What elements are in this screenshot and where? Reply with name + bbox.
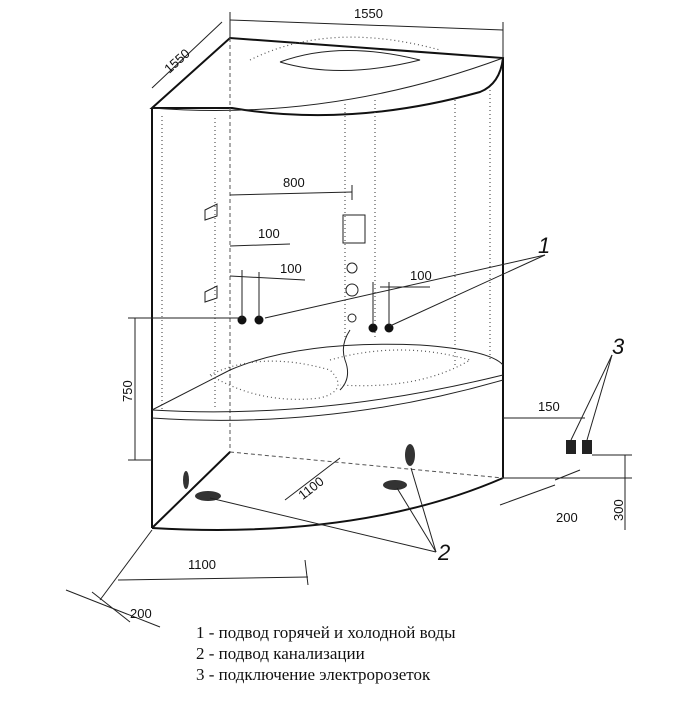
label-1100-front: 1100 (188, 557, 216, 572)
label-750: 750 (120, 380, 135, 402)
label-200-left: 200 (130, 606, 152, 621)
leader-2-c (410, 467, 437, 553)
roof-outline (149, 36, 505, 117)
dim-line-800 (229, 191, 353, 196)
legend-item-drain: 2 - подвод канализации (196, 644, 365, 663)
dim-line-100-a (229, 243, 291, 247)
apron-top (151, 379, 504, 421)
label-150: 150 (538, 399, 560, 414)
left-wall-hooks (204, 203, 218, 303)
mixer-knob-upper (346, 262, 358, 274)
tray-rim (151, 374, 504, 413)
drain-floor-right (383, 480, 407, 490)
dim-line-100-b (229, 275, 306, 281)
leader-2-b (396, 487, 437, 553)
leader-3-b (586, 354, 613, 441)
tray-basin (329, 349, 472, 387)
drain-left-pipe (183, 471, 189, 489)
water-inlet-right-1 (368, 323, 378, 333)
dim-line-top-width (229, 19, 504, 31)
callout-2: 2 (437, 540, 450, 565)
dim-line-1100-rear (284, 457, 341, 501)
drain-floor-left (195, 491, 221, 501)
roof-front-arc (151, 57, 504, 111)
label-100-c: 100 (410, 268, 432, 283)
tray-top-front (151, 343, 504, 411)
mixer-outlet (347, 313, 357, 323)
drain-vertical (405, 444, 415, 466)
tray-seat (209, 360, 339, 400)
label-top-width: 1550 (354, 6, 383, 21)
ext-line (304, 559, 309, 586)
label-800: 800 (283, 175, 305, 190)
leader-1-a (264, 254, 546, 319)
label-200-right: 200 (556, 510, 578, 525)
dim-line-1100-front (117, 576, 309, 581)
leader-3-a (570, 354, 613, 441)
label-300: 300 (611, 499, 626, 521)
label-100-b: 100 (280, 261, 302, 276)
dim-line-top-depth (151, 21, 223, 89)
legend: 1 - подвод горячей и холодной воды 2 - п… (196, 622, 456, 685)
label-100-a: 100 (258, 226, 280, 241)
drain-hose (339, 329, 351, 391)
water-inlet-left-2 (254, 315, 264, 325)
legend-item-sockets: 3 - подключение электророзеток (196, 665, 431, 684)
floor-back-edge (229, 451, 504, 479)
leader-2-a (209, 497, 437, 553)
tray-front-apron (151, 451, 504, 531)
leader-1-b (389, 254, 546, 327)
label-1100-rear: 1100 (295, 474, 326, 503)
socket-1 (566, 440, 576, 454)
socket-2 (582, 440, 592, 454)
label-top-depth: 1550 (161, 46, 193, 76)
legend-item-water: 1 - подвод горячей и холодной воды (196, 623, 456, 642)
ext-line (91, 591, 131, 623)
ext-line (99, 529, 153, 601)
callout-3: 3 (612, 334, 625, 359)
control-display (342, 214, 366, 244)
callout-1: 1 (538, 233, 550, 258)
dim-line-200-right (499, 484, 556, 506)
mixer-knob-lower (345, 283, 359, 297)
roof-light-panel (279, 49, 421, 71)
